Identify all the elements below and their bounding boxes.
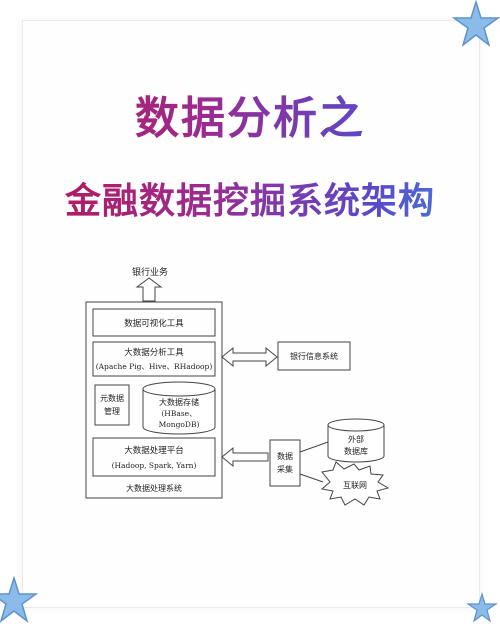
data-collection-line1: 数据 <box>277 451 293 461</box>
data-collection-box <box>269 439 301 487</box>
external-db-cylinder-top <box>327 418 385 432</box>
processing-platform-box <box>92 437 216 477</box>
bank-info-system-label: 银行信息系统 <box>290 351 338 361</box>
data-collection-line2: 采集 <box>277 464 293 474</box>
title-line-1: 数据分析之 <box>0 82 500 146</box>
internet-burst-shape <box>320 461 390 506</box>
storage-title: 大数据存储 <box>159 397 199 407</box>
storage-cylinder-top <box>142 381 216 397</box>
external-db-cylinder <box>327 425 385 463</box>
storage-line2: (HBase、 <box>161 409 196 418</box>
analysis-tool-title: 大数据分析工具 <box>124 347 184 358</box>
double-arrow-bank <box>221 346 278 368</box>
visualization-tool-label: 数据可视化工具 <box>124 318 184 329</box>
internet-label: 互联网 <box>343 481 367 490</box>
analysis-tool-box <box>92 341 216 377</box>
up-arrow <box>135 277 163 302</box>
processing-platform-detail: (Hadoop, Spark, Yarn) <box>112 461 197 470</box>
star-icon <box>0 575 39 624</box>
system-label: 大数据处理系统 <box>126 483 182 493</box>
storage-cylinder <box>142 389 216 435</box>
storage-line3: MongoDB) <box>159 420 200 429</box>
bank-business-label: 银行业务 <box>132 266 168 278</box>
processing-platform-title: 大数据处理平台 <box>124 445 184 456</box>
star-icon <box>451 0 500 48</box>
left-arrow-platform <box>221 446 269 468</box>
analysis-tool-detail: (Apache Pig、Hive、RHadoop) <box>96 362 213 371</box>
connector-external-db <box>299 441 329 453</box>
metadata-mgmt-line2: 管理 <box>104 406 120 416</box>
external-db-line2: 数据库 <box>344 446 368 456</box>
visualization-tool-box <box>92 308 216 337</box>
connector-internet <box>299 473 324 483</box>
bank-info-system-box <box>277 341 351 371</box>
poster-card <box>22 20 480 608</box>
big-data-system-box <box>85 301 223 499</box>
metadata-mgmt-line1: 元数据 <box>100 393 124 403</box>
title-line-2: 金融数据挖掘系统架构 <box>0 172 500 224</box>
external-db-line1: 外部 <box>348 434 364 444</box>
metadata-mgmt-box <box>94 384 130 426</box>
star-icon <box>466 591 498 623</box>
